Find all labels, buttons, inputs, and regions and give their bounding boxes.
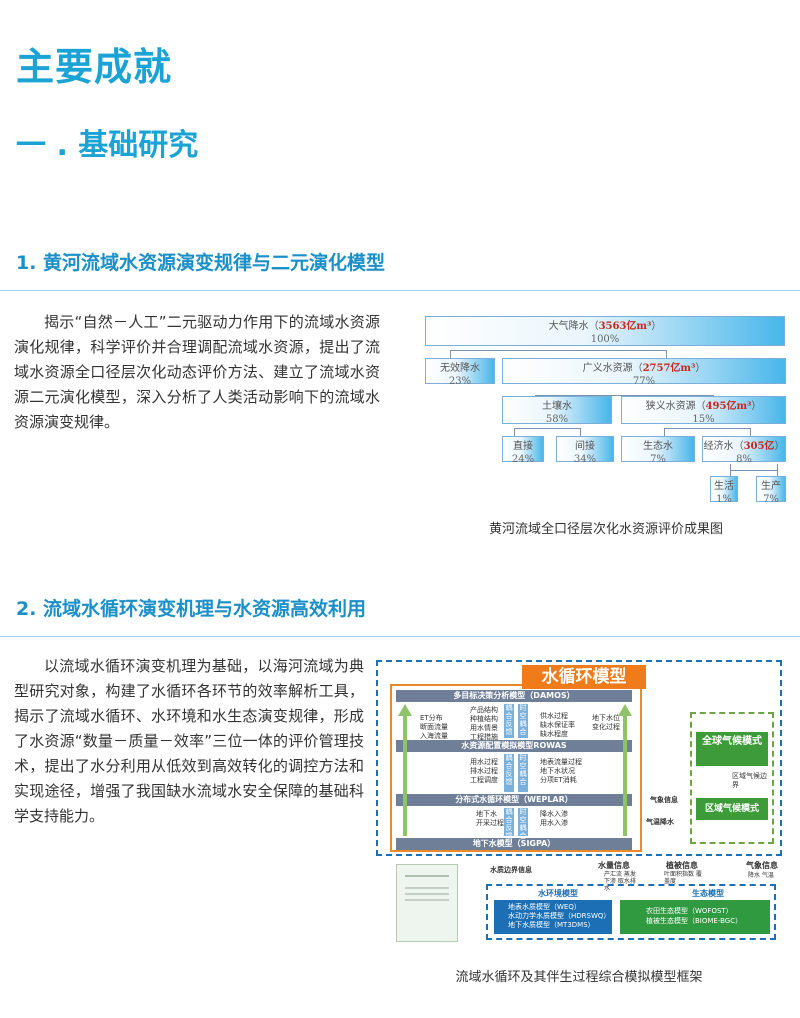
- model-inner-frame: [390, 684, 642, 852]
- node-invalid-precip: 无效降水 23%: [425, 358, 495, 387]
- left-up-arrow-icon: [398, 704, 412, 836]
- right-texts-1b: 地下水位 变化过程: [592, 714, 620, 731]
- right-texts-2: 地表流量过程 地下水状况 分项ET消耗: [540, 758, 582, 784]
- section2-divider: [0, 636, 800, 637]
- right-texts-3: 降水入渗 用水入渗: [540, 810, 568, 827]
- sigpa-bar: 地下水模型（SIGPA）: [396, 838, 632, 850]
- coupling-arrow-4: 时空耦合: [518, 754, 528, 792]
- eco-model-box: 农田生态模型（WOFOST） 植被生态模型（BIOME-BGC）: [620, 900, 770, 934]
- coupling-arrow-5: 耦合反馈: [504, 808, 514, 840]
- mid-texts-2: 用水过程 排水过程 工程调度: [470, 758, 498, 784]
- node-life: 生活 1%: [710, 476, 738, 505]
- mid-texts-1: 产品结构 种植结构 用水情景 工程措施: [470, 706, 498, 741]
- section1-title: 1. 黄河流域水资源演变规律与二元演化模型: [16, 252, 386, 274]
- water-quantity-label: 水量信息: [598, 861, 630, 870]
- right-texts-1: 供水过程 缺水保证率 缺水程度: [540, 712, 575, 738]
- section2-paragraph: 以流域水循环演变机理为基础，以海河流域为典型研究对象，构建了水循环各环节的效率解…: [14, 657, 364, 825]
- section2-title: 2. 流域水循环演变机理与水资源高效利用: [16, 598, 367, 620]
- figure2-model-framework: 水循环模型 多目标决策分析模型（DAMOS） 水资源配置模拟模型ROWAS 分布…: [374, 658, 784, 948]
- figure2-caption: 流域水循环及其伴生过程综合模拟模型框架: [455, 970, 703, 985]
- vegetation-label: 植被信息: [666, 861, 698, 870]
- regional-border-label: 区域气候边界: [732, 772, 767, 789]
- left-texts: ET分布 断面流量 入海流量: [420, 714, 448, 740]
- certificate-thumbnail: [396, 864, 458, 942]
- node-indirect: 间接 34%: [556, 436, 614, 465]
- node-direct: 直接 24%: [502, 436, 544, 465]
- temp-precip-label: 气温降水: [646, 818, 674, 826]
- coupling-arrow-3: 耦合反馈: [504, 754, 514, 792]
- node-soil-water: 土壤水 58%: [502, 396, 612, 425]
- node-econ-water: 经济水（305亿） 8%: [702, 436, 786, 465]
- section1-paragraph: 揭示“自然－人工”二元驱动力作用下的流域水资源演化规律，科学评价并合理调配流域水…: [14, 313, 380, 431]
- coupling-arrow-6: 时空耦合: [518, 808, 528, 840]
- damos-bar: 多目标决策分析模型（DAMOS）: [396, 690, 632, 702]
- figure1-tree: 大气降水（3563亿m³） 100% 无效降水 23% 广义水资源（2757亿m…: [420, 312, 792, 512]
- coupling-arrow-2: 时空耦合: [518, 704, 528, 738]
- node-broad-water: 广义水资源（2757亿m³） 77%: [502, 358, 786, 387]
- rowas-bar: 水资源配置模拟模型ROWAS: [396, 740, 632, 752]
- regional-climate-box: 区域气候模式: [696, 798, 768, 820]
- env-model-box: 地表水质模型（WEQ） 水动力学水质模型（HDRSWQ） 地下水质模型（MT3D…: [494, 900, 612, 934]
- model-title: 水循环模型: [522, 665, 646, 689]
- section1-divider: [0, 290, 800, 291]
- right-up-arrow-icon: [618, 704, 632, 836]
- env-model-title: 水环境模型: [538, 889, 578, 898]
- figure1-caption: 黄河流域全口径层次化水资源评价成果图: [488, 522, 723, 537]
- climate-info-2-label: 气象信息: [746, 861, 778, 870]
- model-outer-frame: [376, 660, 782, 856]
- water-quantity-sub: 产汇流 蒸发下渗 取水排水: [604, 871, 636, 892]
- climate-frame: [690, 712, 774, 844]
- bottom-frame: [486, 884, 776, 940]
- climate-sub-2: 降水 气温: [748, 872, 774, 879]
- water-quality-label: 水质边界信息: [490, 866, 532, 874]
- node-production: 生产 7%: [756, 476, 786, 505]
- sub-title: 一 . 基础研究: [16, 128, 199, 163]
- global-climate-box: 全球气候模式: [696, 732, 768, 766]
- coupling-arrow-1: 耦合反馈: [504, 704, 514, 738]
- node-narrow-water: 狭义水资源（495亿m³） 15%: [621, 396, 786, 425]
- node-precipitation: 大气降水（3563亿m³） 100%: [425, 316, 785, 346]
- mid-texts-3: 地下水 开采过程: [476, 810, 504, 827]
- node-eco-water: 生态水 7%: [621, 436, 695, 465]
- weplar-bar: 分布式水循环模型（WEPLAR）: [396, 794, 632, 806]
- vegetation-sub: 叶面积指数 覆盖度: [664, 871, 702, 885]
- climate-info-label: 气象信息: [650, 796, 678, 804]
- eco-model-title: 生态模型: [692, 889, 724, 898]
- main-title: 主要成就: [16, 45, 173, 89]
